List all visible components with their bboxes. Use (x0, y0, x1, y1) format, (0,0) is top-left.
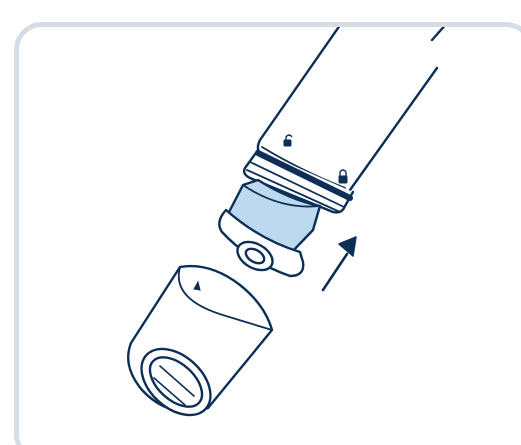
arrow-up-icon (323, 237, 356, 290)
